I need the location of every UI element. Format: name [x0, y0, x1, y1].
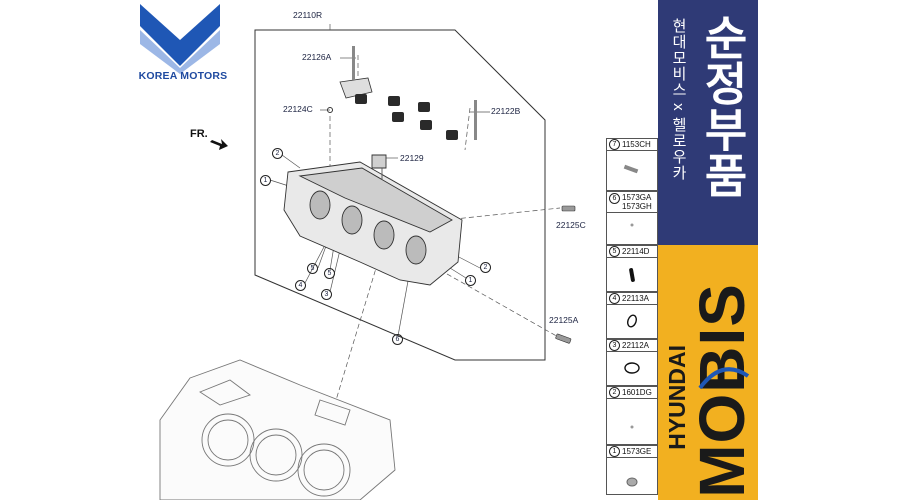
legend-code: 22112A [622, 341, 649, 350]
legend-code: 1601DG [622, 388, 652, 397]
leader-lines [269, 24, 490, 337]
cylinder-head-body [283, 154, 463, 286]
marker-circle: 5 [324, 268, 335, 279]
front-label: FR. [190, 128, 208, 140]
legend-code: 1153CH [622, 140, 651, 149]
brand-name: KOREA MOTORS [138, 70, 228, 82]
dash-lines [329, 55, 561, 421]
banner-korean-subtitle: 현대모비스 x 헬로우카 [670, 18, 687, 181]
mobis-o-swoosh-icon [698, 367, 750, 390]
o-ring-icon [627, 314, 637, 328]
legend-code: 1573GH [622, 202, 652, 211]
callout-22125a: 22125A [549, 315, 579, 325]
legend-number: 3 [609, 340, 620, 351]
marker-circle: 4 [295, 280, 306, 291]
small-plug-icon [630, 425, 634, 429]
legend-number: 2 [609, 387, 620, 398]
stud-bolts [555, 205, 576, 344]
marker-circle: 1 [260, 175, 271, 186]
marker-circle: 5 [307, 263, 318, 274]
banner-korean-title: 순정부품 [697, 14, 749, 198]
marker-circle: 2 [272, 148, 283, 159]
pin-icon [630, 223, 634, 227]
callout-22126a: 22126A [302, 52, 332, 62]
assembly-outline [254, 29, 546, 361]
marker-circle: 3 [321, 289, 332, 300]
engine-block-outline [159, 359, 396, 500]
gasket-ring-icon [624, 362, 640, 374]
legend-code: 22113A [622, 294, 649, 303]
marker-circle: 1 [465, 275, 476, 286]
legend-number: 6 [609, 193, 620, 204]
legend-number: 5 [609, 246, 620, 257]
marker-circle: 2 [480, 262, 491, 273]
callout-22129: 22129 [400, 153, 424, 163]
banner-navy-panel [658, 0, 758, 245]
front-direction-arrow [210, 139, 228, 150]
callout-22125c: 22125C [556, 220, 586, 230]
legend-number: 7 [609, 139, 620, 150]
assembly-code: 22110R [293, 10, 323, 20]
legend-number: 1 [609, 446, 620, 457]
legend-code: 22114D [622, 247, 650, 256]
valve-seal-icon [629, 268, 635, 282]
callout-22122b: 22122B [491, 106, 521, 116]
callout-22124c: 22124C [283, 104, 313, 114]
legend-code: 1573GA [622, 193, 652, 202]
legend-code: 1573GE [622, 447, 652, 456]
korea-motors-chevron-logo [140, 4, 220, 74]
cap-plug-icon [626, 477, 638, 487]
bolt-icon [623, 164, 639, 174]
marker-circle: 6 [392, 334, 403, 345]
legend-number: 4 [609, 293, 620, 304]
cam-cap-cluster [327, 46, 477, 140]
